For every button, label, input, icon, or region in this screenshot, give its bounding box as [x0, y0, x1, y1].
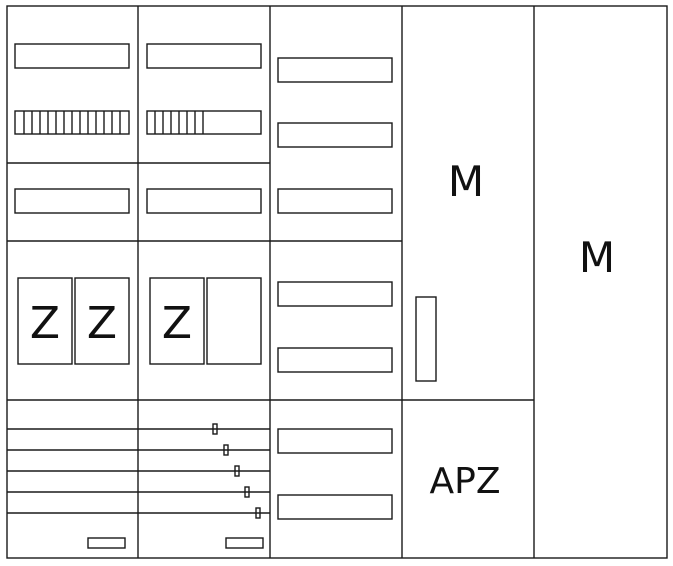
breaker-strip-c2: [146, 110, 262, 135]
din-rail-c3-1: [277, 57, 393, 83]
din-rail-c3-3: [277, 188, 393, 214]
terminal-1: [212, 423, 218, 435]
meter-box-4-empty: [206, 277, 262, 365]
terminal-3: [234, 465, 240, 477]
meter-box-1: [17, 277, 73, 365]
meter-label-2: Z: [87, 298, 117, 349]
door-handle: [415, 296, 437, 382]
terminal-4: [244, 486, 250, 498]
din-rail-c2-r2: [146, 188, 262, 214]
meter-full-label: M: [579, 233, 615, 282]
din-rail-c2: [146, 43, 262, 69]
din-rail-c3-2: [277, 122, 393, 148]
din-rail-c1-r2: [14, 188, 130, 214]
terminal-5: [255, 507, 261, 519]
cable-slot-c2: [225, 537, 264, 549]
din-rail-c3-5: [277, 347, 393, 373]
din-rail-c3-7: [277, 494, 393, 520]
cable-slot-c1: [87, 537, 126, 549]
board-frame: [6, 5, 668, 559]
meter-field-label: M: [448, 157, 484, 206]
meter-box-3: [149, 277, 205, 365]
apz-label: APZ: [430, 461, 501, 502]
din-rail-c1: [14, 43, 130, 69]
din-rail-c3-4: [277, 281, 393, 307]
breaker-ticks-c2: [154, 111, 204, 134]
meter-label-3: Z: [162, 298, 192, 349]
meter-box-2: [74, 277, 130, 365]
din-rail-c3-6: [277, 428, 393, 454]
breaker-ticks-c1: [23, 111, 121, 134]
terminal-2: [223, 444, 229, 456]
meter-label-1: Z: [30, 298, 60, 349]
